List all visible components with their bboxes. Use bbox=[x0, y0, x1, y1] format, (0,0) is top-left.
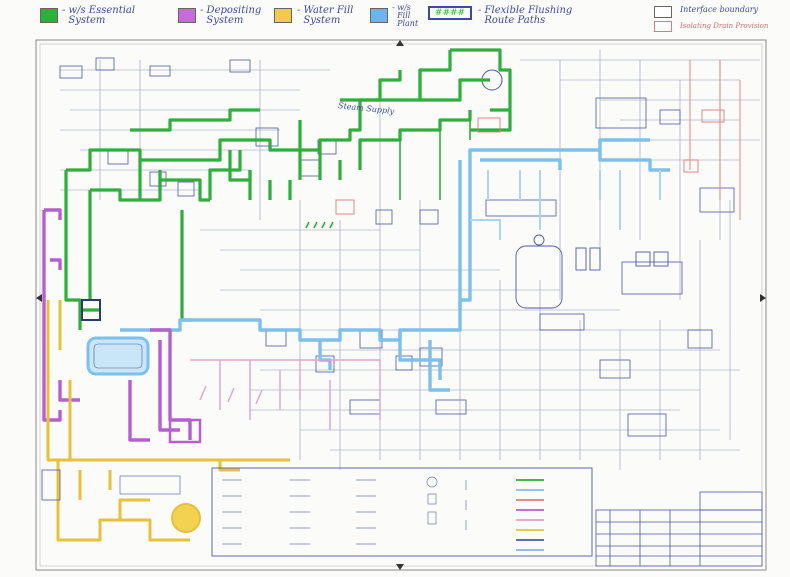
background-pipework bbox=[60, 50, 760, 470]
bottom-note-box bbox=[119, 475, 181, 495]
bottom-edge-marker bbox=[396, 564, 404, 570]
legend-label-isolating: Isolating Drain Provision bbox=[680, 22, 769, 30]
legend-label-ws-fill-plant: - w/s Fill Plant bbox=[392, 3, 419, 28]
purple-tank-box bbox=[168, 418, 202, 444]
legend-label-ws-essential: - w/s Essential System bbox=[62, 5, 136, 26]
junction-box bbox=[81, 299, 101, 321]
title-block bbox=[595, 491, 763, 567]
legend-label-flexible-flushing: - Flexible Flushing Route Paths bbox=[478, 5, 573, 26]
legend-swatch-interface bbox=[654, 6, 672, 18]
top-edge-marker bbox=[396, 40, 404, 46]
main-manifold-inner bbox=[93, 343, 143, 369]
symbol-legend-glyphs bbox=[222, 476, 467, 545]
legend-swatch-blue bbox=[370, 8, 388, 23]
legend-label-water-fill: - Water Fill System bbox=[297, 5, 354, 26]
drawing-border bbox=[35, 39, 767, 571]
yellow-pump bbox=[171, 503, 201, 533]
symbol-legend-colors bbox=[516, 479, 544, 551]
legend-swatch-yellow bbox=[274, 8, 292, 23]
right-edge-marker bbox=[760, 294, 766, 302]
blue-fill-lines bbox=[120, 138, 670, 392]
legend-swatch-green bbox=[40, 8, 58, 23]
blue-thin-lines bbox=[470, 170, 661, 240]
green-thin-lines bbox=[305, 110, 471, 229]
pink-thin-lines bbox=[190, 359, 381, 430]
legend-label-depositing: - Depositing System bbox=[200, 5, 262, 26]
legend-swatch-isolating bbox=[654, 21, 672, 32]
left-edge-marker bbox=[36, 294, 42, 302]
legend-label-interface: Interface boundary bbox=[680, 5, 759, 14]
red-interface-markers bbox=[335, 60, 741, 220]
main-manifold-box bbox=[86, 336, 150, 376]
bottom-left-box bbox=[41, 469, 61, 501]
symbol-legend-box bbox=[211, 467, 593, 557]
reactor-vessel bbox=[515, 234, 669, 309]
yellow-water-lines bbox=[46, 300, 290, 542]
legend-swatch-flexible: #### bbox=[428, 6, 472, 20]
drawing-inner-border bbox=[39, 43, 763, 567]
legend: - w/s Essential System - Depositing Syst… bbox=[0, 0, 790, 38]
legend-swatch-purple bbox=[178, 8, 196, 23]
